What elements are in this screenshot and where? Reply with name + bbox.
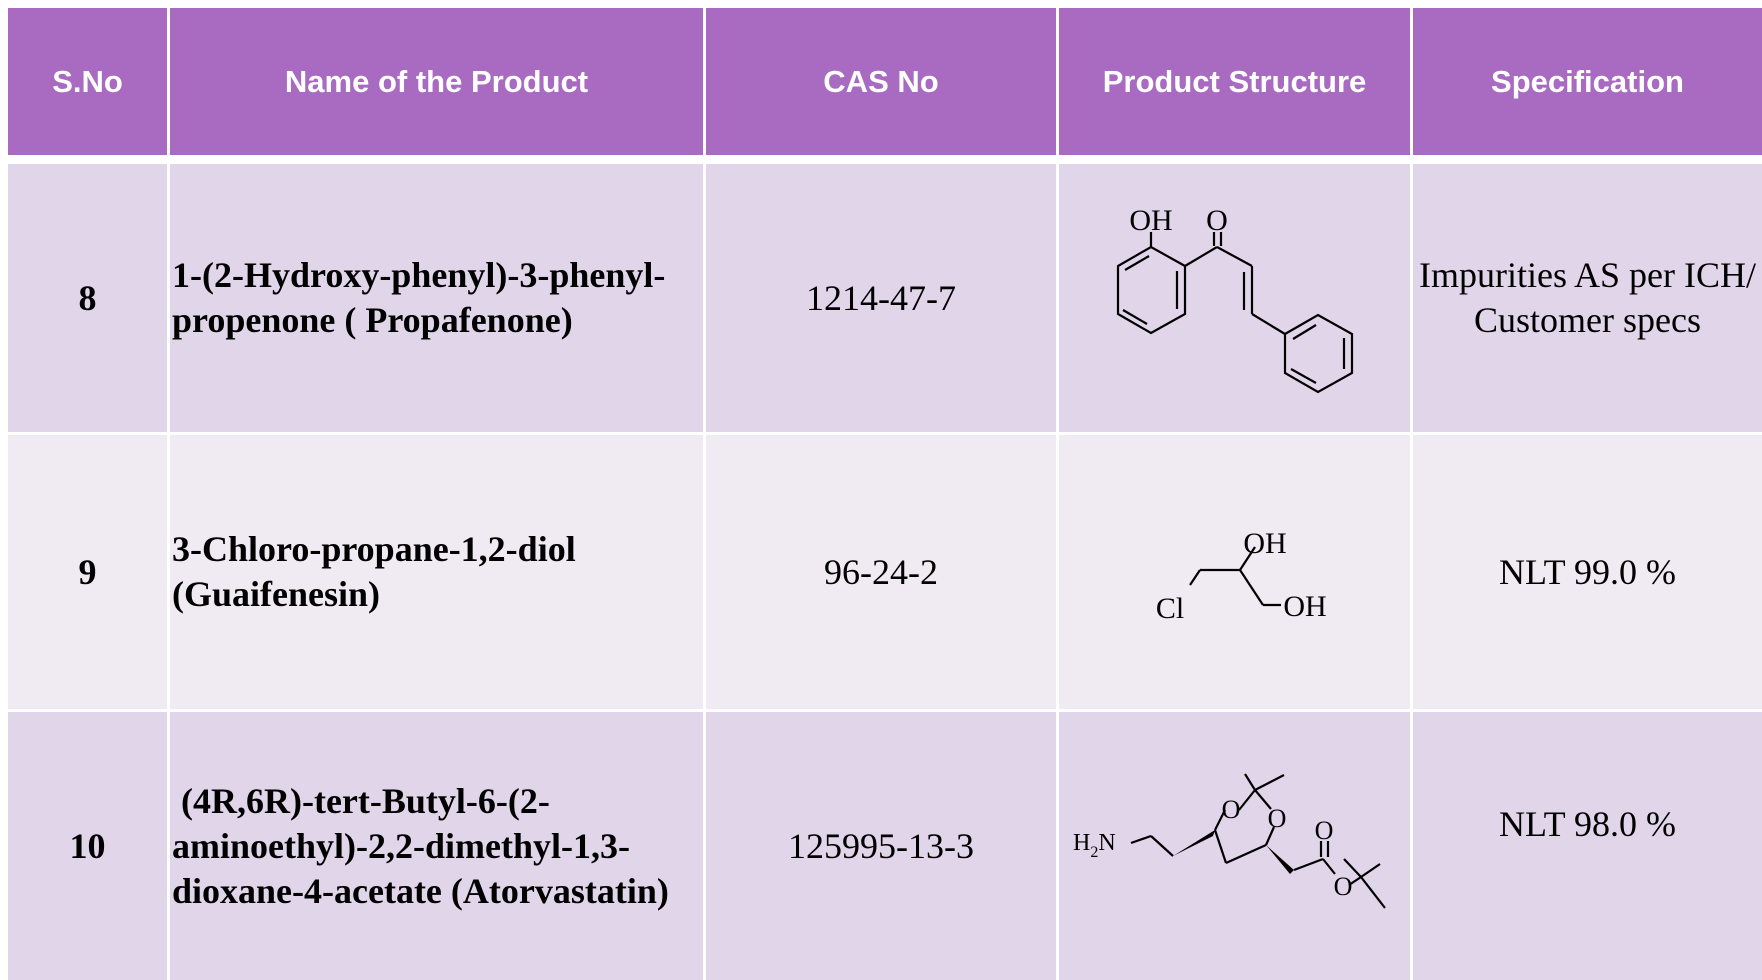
row-9-product-name: 3-Chloro-propane-1,2-diol (Guaifenesin) bbox=[170, 435, 703, 709]
propafenone-structure-image: OH O bbox=[1116, 204, 1354, 394]
row-10-sno: 10 bbox=[8, 712, 167, 980]
header-cas-no: CAS No bbox=[706, 8, 1056, 155]
svg-text:Cl: Cl bbox=[1156, 592, 1184, 625]
chloropropanediol-structure-image: OH Cl OH bbox=[1156, 527, 1327, 625]
svg-text:O: O bbox=[1222, 795, 1241, 824]
row-10-specification: NLT 98.0 % bbox=[1413, 712, 1762, 980]
svg-text:O: O bbox=[1315, 816, 1334, 845]
row-8-cas-no: 1214-47-7 bbox=[706, 164, 1056, 432]
svg-text:O: O bbox=[1334, 872, 1353, 901]
svg-text:O: O bbox=[1268, 804, 1287, 833]
svg-text:OH: OH bbox=[1129, 204, 1172, 237]
row-8-structure: OH O bbox=[1059, 164, 1410, 432]
row-10-cas-no: 125995-13-3 bbox=[706, 712, 1056, 980]
svg-text:O: O bbox=[1206, 204, 1228, 237]
atorvastatin-intermediate-structure-image: H2N O O O O bbox=[1073, 773, 1386, 909]
row-9-cas-no: 96-24-2 bbox=[706, 435, 1056, 709]
row-8-sno: 8 bbox=[8, 164, 167, 432]
svg-text:OH: OH bbox=[1283, 590, 1326, 623]
header-product-structure: Product Structure bbox=[1059, 8, 1410, 155]
row-9-sno: 9 bbox=[8, 435, 167, 709]
svg-text:OH: OH bbox=[1243, 527, 1286, 560]
row-9-structure: OH Cl OH bbox=[1059, 435, 1410, 709]
row-10-structure: H2N O O O O bbox=[1059, 712, 1410, 980]
header-product-name: Name of the Product bbox=[170, 8, 703, 155]
row-9-specification: NLT 99.0 % bbox=[1413, 435, 1762, 709]
row-8-specification: Impurities AS per ICH/ Customer specs bbox=[1413, 164, 1762, 432]
row-10-product-name: (4R,6R)-tert-Butyl-6-(2- aminoethyl)-2,2… bbox=[170, 712, 703, 980]
svg-text:H2N: H2N bbox=[1073, 830, 1116, 861]
row-8-product-name: 1-(2-Hydroxy-phenyl)-3-phenyl- propenone… bbox=[170, 164, 703, 432]
header-specification: Specification bbox=[1413, 8, 1762, 155]
header-sno: S.No bbox=[8, 8, 167, 155]
